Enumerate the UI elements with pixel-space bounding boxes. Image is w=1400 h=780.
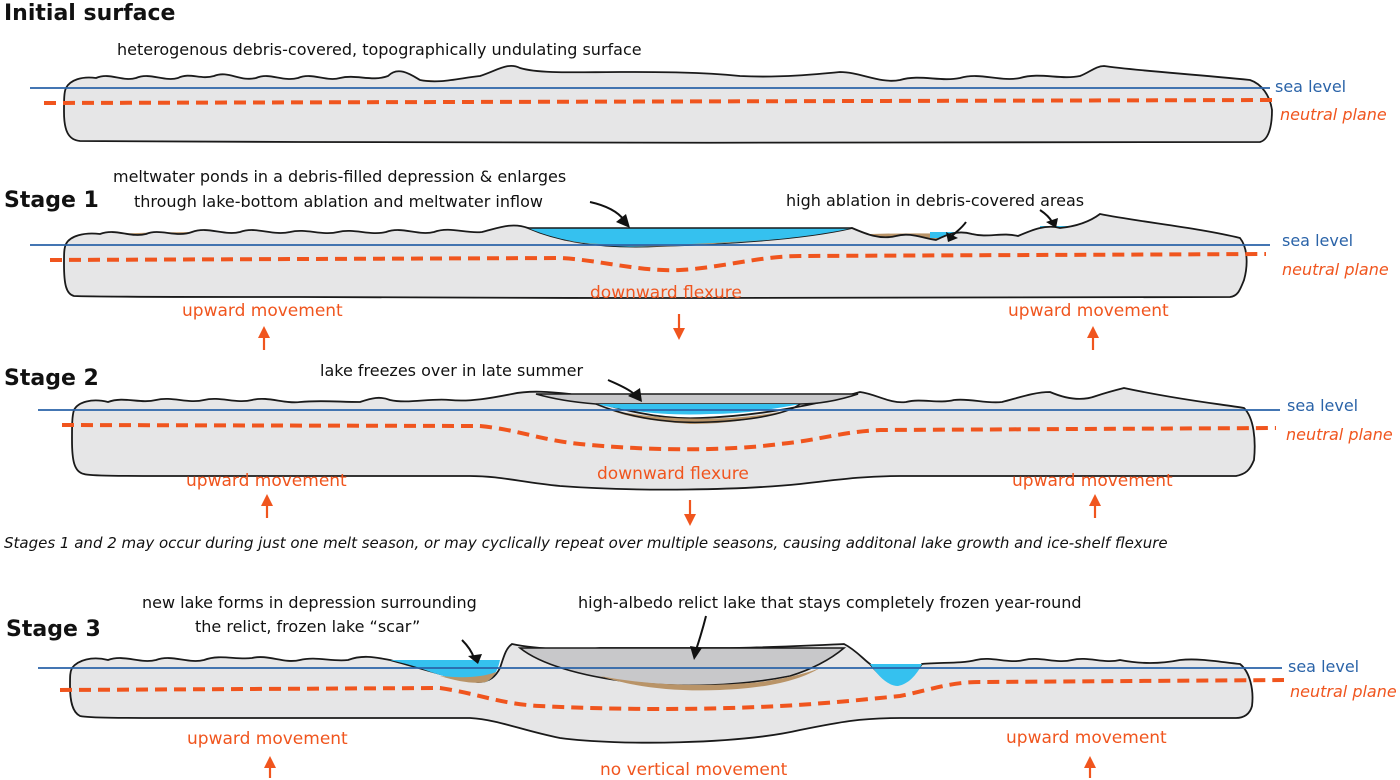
upward-movement-label-left: upward movement (187, 729, 348, 749)
stage1-title: Stage 1 (4, 188, 99, 213)
stage1-panel: Stage 1 meltwater ponds in a debris-fill… (4, 167, 1389, 350)
ice-shelf (71, 387, 1256, 491)
stage2-title: Stage 2 (4, 366, 99, 391)
sea-level-label: sea level (1287, 396, 1358, 415)
neutral-plane-label: neutral plane (1282, 260, 1389, 279)
initial-surface-panel: Initial surface heterogenous debris-cove… (4, 1, 1387, 144)
new-meltwater-lake-right (870, 664, 922, 686)
relict-lake-bottom-debris (600, 668, 820, 691)
neutral-plane-line (59, 678, 1285, 711)
pointer-arrow (461, 639, 482, 664)
neutral-plane-line (49, 252, 1267, 273)
downward-arrow (684, 500, 696, 526)
meltwater-lake (528, 228, 852, 247)
pointer-arrow (589, 201, 630, 228)
downward-flexure-label: downward flexure (590, 283, 742, 303)
downward-arrow (673, 314, 685, 340)
neutral-plane-label: neutral plane (1290, 682, 1397, 701)
ice-shelf (63, 64, 1273, 144)
neutral-plane-label: neutral plane (1286, 425, 1393, 444)
sea-level-label: sea level (1282, 231, 1353, 250)
upward-arrow (261, 494, 273, 518)
stage3-newlake-annotation-line1: new lake forms in depression surrounding (142, 593, 477, 612)
frozen-lake-ice (535, 393, 859, 405)
no-vertical-movement-label: no vertical movement (600, 760, 788, 780)
stage1-pond-annotation-line1: meltwater ponds in a debris-filled depre… (113, 167, 566, 186)
initial-surface-title: Initial surface (4, 1, 175, 26)
upward-movement-label-right: upward movement (1012, 471, 1173, 491)
upward-arrow (1087, 326, 1099, 350)
upward-arrow (1089, 494, 1101, 518)
upward-arrow (258, 326, 270, 350)
upward-movement-label-right: upward movement (1006, 728, 1167, 748)
neutral-plane-line (43, 98, 1277, 105)
stage1-pond-annotation-line2: through lake-bottom ablation and meltwat… (134, 192, 543, 211)
sea-level-label: sea level (1288, 657, 1359, 676)
stage3-newlake-annotation-line2: the relict, frozen lake “scar” (195, 617, 420, 636)
upward-movement-label-left: upward movement (186, 471, 347, 491)
cycle-note: Stages 1 and 2 may occur during just one… (4, 534, 1168, 552)
initial-surface-annotation: heterogenous debris-covered, topographic… (117, 40, 642, 59)
stage3-relict-annotation: high-albedo relict lake that stays compl… (578, 593, 1082, 612)
upward-movement-label-left: upward movement (182, 301, 343, 321)
lake-basin-outline (595, 403, 801, 424)
stage2-freeze-annotation: lake freezes over in late summer (320, 361, 583, 380)
sea-level-label: sea level (1275, 77, 1346, 96)
downward-flexure-label: downward flexure (597, 464, 749, 484)
upward-arrow (264, 756, 276, 778)
pointer-arrow (607, 379, 642, 402)
stage3-panel: Stage 3 new lake forms in depression sur… (6, 593, 1397, 780)
neutral-plane-label: neutral plane (1280, 105, 1387, 124)
lake-bottom-debris (440, 672, 496, 683)
stage2-panel: Stage 2 lake freezes over in late summer… (4, 361, 1393, 526)
stage3-title: Stage 3 (6, 617, 101, 642)
pointer-arrow (946, 209, 1058, 242)
stage1-ablation-annotation: high ablation in debris-covered areas (786, 191, 1084, 210)
upward-movement-label-right: upward movement (1008, 301, 1169, 321)
upward-arrow (1084, 756, 1096, 778)
new-meltwater-lake-left (390, 660, 500, 683)
pointer-arrow (690, 615, 707, 660)
neutral-plane-line (61, 423, 1277, 452)
